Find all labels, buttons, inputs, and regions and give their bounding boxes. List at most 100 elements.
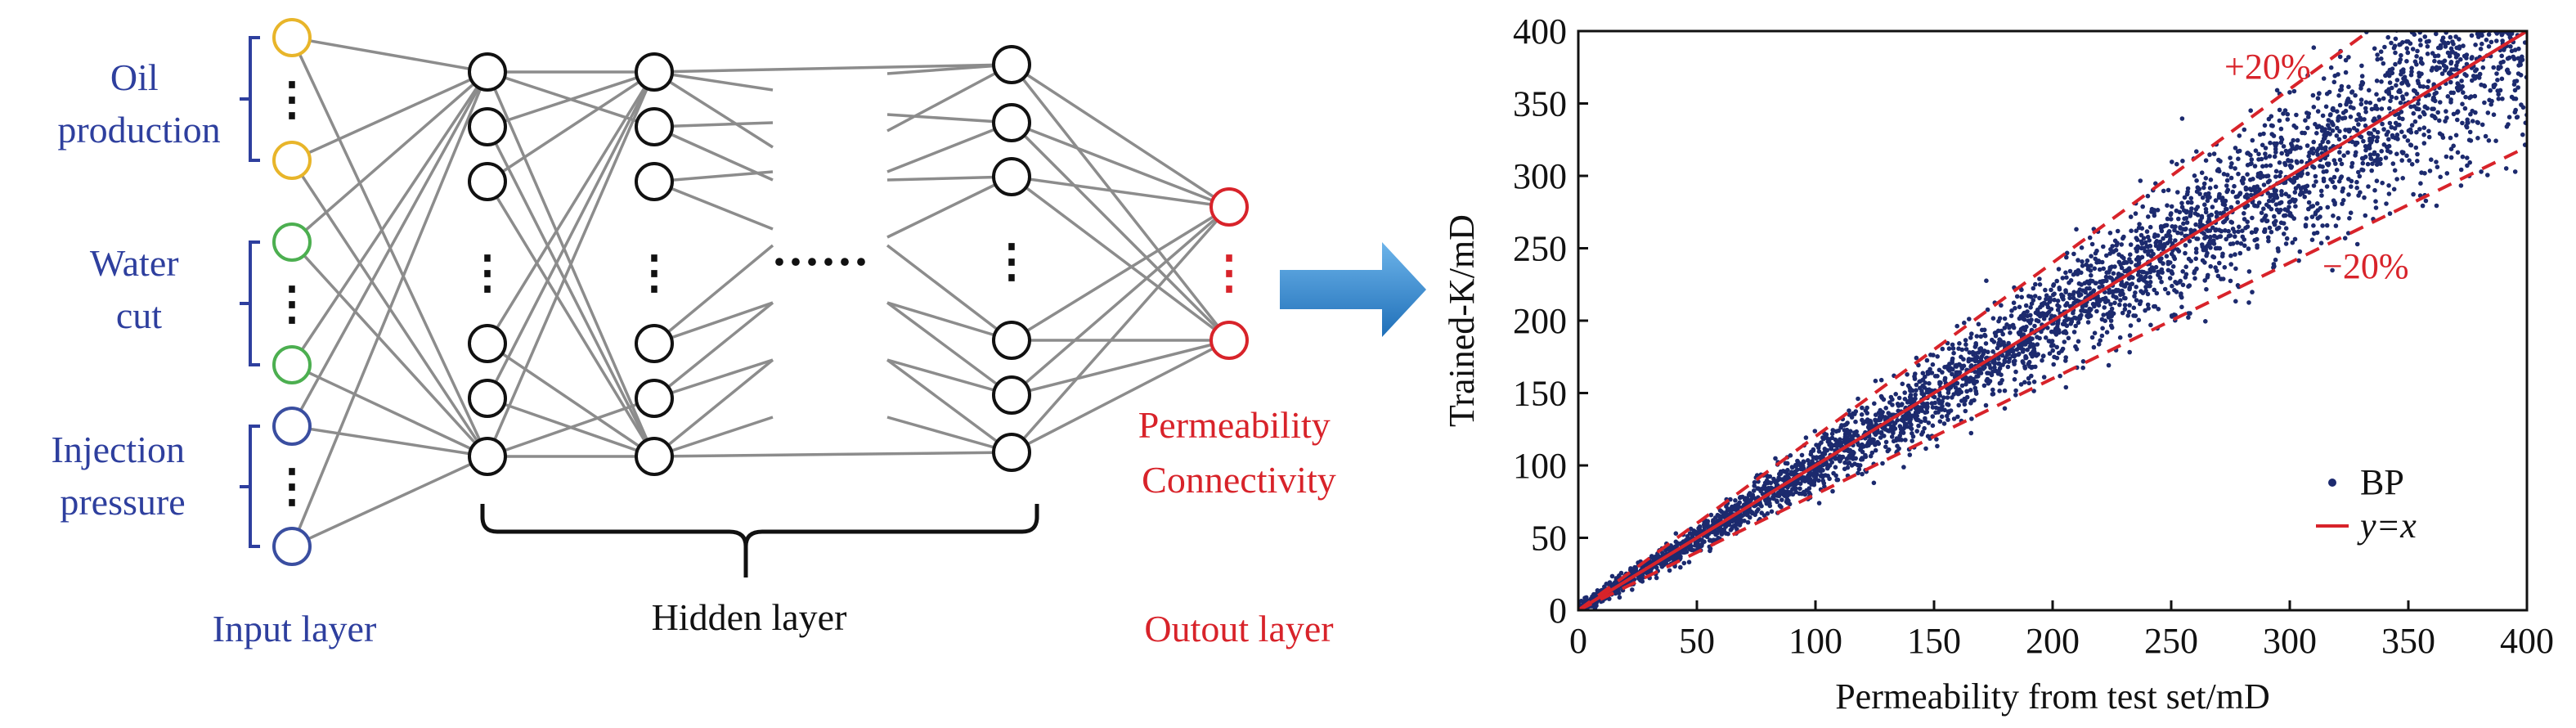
bp-point <box>2028 351 2034 357</box>
bp-point <box>2269 229 2274 235</box>
bp-point <box>1713 532 1718 537</box>
bp-point <box>2384 16 2389 20</box>
bp-point <box>2108 302 2113 307</box>
bp-point <box>1964 389 1969 394</box>
bp-point <box>1802 460 1806 465</box>
bp-point <box>2305 73 2310 78</box>
bp-point <box>1997 389 2002 393</box>
bp-point <box>1963 338 1968 343</box>
bp-point <box>2317 91 2322 97</box>
bp-point <box>2270 124 2275 128</box>
bp-point <box>1857 463 1863 468</box>
bp-point <box>2137 257 2142 263</box>
bp-point <box>2398 100 2403 106</box>
bp-point <box>2417 74 2422 79</box>
bp-point <box>1955 414 1960 420</box>
bp-point <box>1695 539 1701 544</box>
bp-point <box>2017 316 2022 321</box>
bp-point <box>2345 128 2351 133</box>
bp-point <box>2375 56 2380 62</box>
bp-point <box>2358 86 2363 91</box>
bp-point <box>1957 341 1962 346</box>
bp-point <box>2451 25 2456 30</box>
bp-point <box>1962 402 1968 407</box>
bp-point <box>2207 186 2213 191</box>
bp-point <box>2082 281 2088 286</box>
bp-point <box>2425 52 2430 56</box>
bp-point <box>2085 320 2091 325</box>
bp-point <box>2107 267 2112 272</box>
bp-point <box>2247 186 2253 191</box>
oil-production-label: Oil production <box>57 56 220 151</box>
bp-point <box>1593 603 1598 609</box>
bp-point <box>2054 344 2059 350</box>
bp-point <box>1677 555 1682 560</box>
bp-point <box>2388 98 2393 104</box>
bp-point <box>2348 115 2354 119</box>
bp-point <box>2111 271 2116 276</box>
bp-point <box>2406 83 2411 88</box>
bp-point <box>1993 333 1999 339</box>
bp-point <box>1847 412 1852 417</box>
bp-point <box>2005 364 2011 370</box>
bp-point <box>2242 243 2247 249</box>
bp-point <box>2165 216 2170 222</box>
bp-point <box>1847 461 1852 465</box>
bp-point <box>2430 113 2435 119</box>
bp-point <box>2176 216 2181 222</box>
bp-point <box>1802 492 1808 497</box>
bp-point <box>2216 167 2221 172</box>
connection-line <box>486 126 656 457</box>
bp-point <box>2236 156 2241 161</box>
bp-point <box>1838 440 1844 446</box>
bp-point <box>2018 326 2024 332</box>
bp-point <box>1765 511 1770 516</box>
bp-point <box>2253 229 2258 235</box>
bp-point <box>2147 275 2152 280</box>
bp-point <box>2408 130 2414 135</box>
bp-point <box>2063 330 2069 335</box>
bp-point <box>2472 93 2478 99</box>
connection-stub <box>886 113 1012 124</box>
bp-point <box>2037 335 2042 341</box>
bp-point <box>2408 41 2413 46</box>
bp-point <box>2133 211 2138 216</box>
bp-point <box>2496 24 2501 29</box>
bp-point <box>2515 56 2521 61</box>
bp-point <box>2475 119 2480 125</box>
bp-point <box>2040 302 2044 307</box>
bp-point <box>2189 200 2194 205</box>
bp-point <box>2509 31 2515 36</box>
bp-point <box>2278 173 2282 179</box>
bp-point <box>2029 336 2034 342</box>
bp-point <box>1963 398 1968 403</box>
bp-point <box>2224 206 2228 212</box>
hidden-node <box>468 107 507 146</box>
bp-point <box>2488 23 2493 28</box>
bp-point <box>2502 3 2506 8</box>
bp-point <box>2263 151 2268 156</box>
bp-point <box>2303 189 2309 194</box>
bp-point <box>2246 300 2251 305</box>
water-cut-label: Water cut <box>90 242 188 336</box>
bp-point <box>1742 518 1747 524</box>
bp-point <box>2020 349 2026 354</box>
bp-point <box>2379 79 2384 84</box>
bp-point <box>2261 206 2266 211</box>
bp-point <box>2126 309 2132 315</box>
bp-point <box>1752 483 1757 488</box>
bp-point <box>2397 60 2402 65</box>
bp-point <box>2485 110 2491 115</box>
connection-line <box>290 70 489 244</box>
bp-point <box>2358 190 2363 195</box>
bp-point <box>2090 278 2095 284</box>
bp-point <box>2272 188 2278 194</box>
bp-point <box>2328 65 2334 70</box>
bp-point <box>1935 374 1940 379</box>
bp-point <box>2122 303 2128 308</box>
connection-line <box>1010 175 1231 342</box>
bp-point <box>2515 71 2521 76</box>
bp-point <box>2013 306 2017 311</box>
bp-point <box>2127 333 2133 338</box>
bp-point <box>2381 127 2386 132</box>
